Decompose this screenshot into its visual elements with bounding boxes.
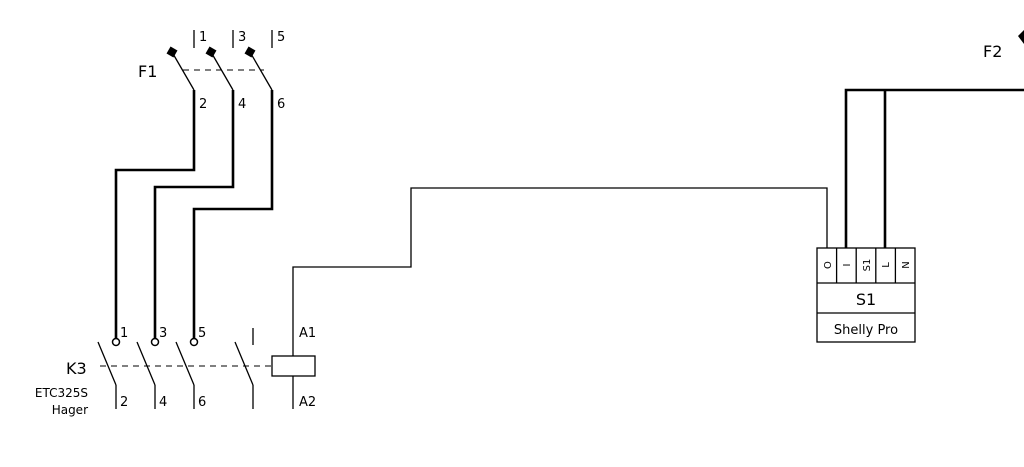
k3-terminal-6: 6	[198, 395, 206, 410]
s1-terminal-o: O	[823, 261, 834, 269]
s1-terminal-s1: S1	[862, 259, 873, 272]
wire-phase-2	[153, 90, 235, 338]
s1-terminal-n: N	[901, 261, 912, 268]
f2-trip-marker	[1018, 30, 1024, 44]
f1-contact-blade-2	[210, 51, 234, 91]
wire-phase-1	[114, 90, 196, 338]
k3-terminal-5: 5	[198, 326, 206, 341]
f1-terminal-4: 4	[238, 97, 246, 112]
k3-coil-terminal-a1: A1	[299, 326, 316, 341]
k3-coil	[271, 355, 316, 377]
f1-terminal-3: 3	[238, 30, 246, 45]
s1-terminal-l: L	[881, 262, 892, 268]
f1-trip-marker-2	[205, 46, 217, 58]
f1-terminal-1: 1	[199, 30, 207, 45]
f1-trip-marker-3	[244, 46, 256, 58]
contactor-k3: K3 ETC325S Hager 1 3 5 2 4 6 A1 A2	[35, 325, 316, 417]
f1-contact-blade-3	[249, 51, 273, 91]
k3-contact-circle-5	[189, 337, 199, 347]
k3-power-blade-1	[97, 341, 117, 386]
wire-control-coil	[292, 187, 828, 325]
k3-model: ETC325S	[35, 386, 88, 400]
f2-label: F2	[983, 42, 1002, 61]
breaker-f2: F2	[983, 30, 1024, 61]
k3-terminal-1: 1	[120, 326, 128, 341]
k3-label: K3	[66, 359, 87, 378]
k3-terminal-3: 3	[159, 326, 167, 341]
k3-coil-terminal-a2: A2	[299, 395, 316, 410]
s1-label: S1	[856, 290, 876, 309]
wire-supply-l	[844, 88, 1024, 248]
f1-trip-marker-1	[166, 46, 178, 58]
f1-contact-blade-1	[171, 51, 195, 91]
f1-terminal-2: 2	[199, 97, 207, 112]
k3-maker: Hager	[52, 403, 88, 417]
k3-power-blade-2	[136, 341, 156, 386]
k3-terminal-4: 4	[159, 395, 167, 410]
k3-terminal-2: 2	[120, 395, 128, 410]
s1-terminal-i: I	[842, 264, 853, 267]
f1-terminal-5: 5	[277, 30, 285, 45]
s1-device-name: Shelly Pro	[834, 323, 898, 338]
f1-label: F1	[138, 62, 157, 81]
shelly-s1-module: O I S1 L N S1 Shelly Pro	[816, 247, 916, 343]
f1-terminal-6: 6	[277, 97, 285, 112]
k3-contact-circle-3	[150, 337, 160, 347]
k3-aux-blade	[234, 341, 254, 386]
k3-power-blade-3	[175, 341, 195, 386]
wire-phase-3	[192, 90, 274, 338]
s1-body	[816, 247, 916, 343]
breaker-f1: F1 1 3 5 2 4 6	[138, 30, 285, 112]
k3-contact-circle-1	[111, 337, 121, 347]
